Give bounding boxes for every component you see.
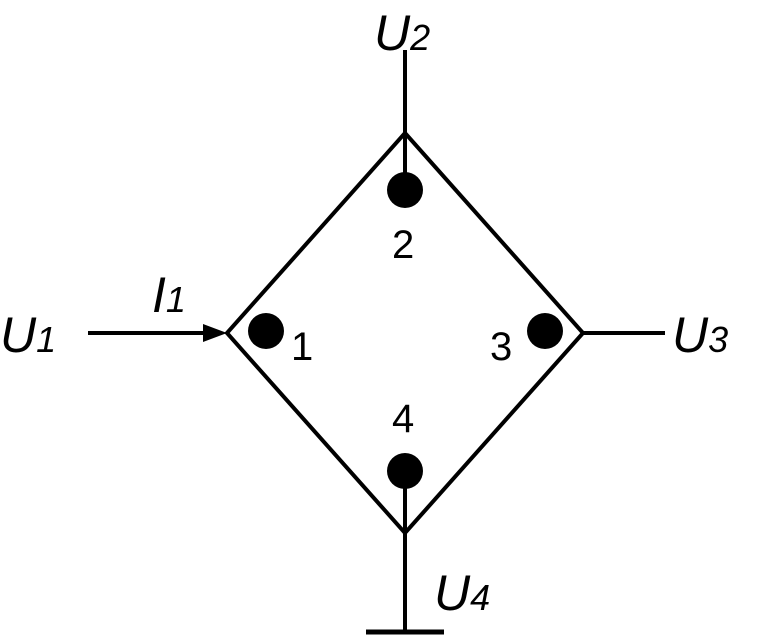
node-1-dot [248,313,284,349]
node-4-dot [387,453,423,489]
current-arrow-icon [203,324,227,342]
current-i1-letter: I [152,267,166,323]
voltage-u1-letter: U [0,307,37,363]
voltage-u3-label: U3 [672,307,728,363]
voltage-u1-index: 1 [36,319,56,360]
voltage-u4-index: 4 [470,577,490,618]
node-3-label: 3 [490,325,512,369]
voltage-u4-label: U4 [434,565,490,621]
node-4-label: 4 [392,397,414,441]
voltage-u3-letter: U [672,307,709,363]
voltage-u4-letter: U [434,565,471,621]
voltage-u2-index: 2 [409,17,430,58]
node-1-label: 1 [291,325,313,369]
current-i1-index: 1 [166,279,186,320]
voltage-u1-label: U1 [0,307,56,363]
current-i1-label: I1 [152,267,186,323]
voltage-u2-letter: U [374,5,411,61]
node-3-dot [527,313,563,349]
node-2-dot [387,172,423,208]
node-2-label: 2 [392,223,414,267]
voltage-u3-index: 3 [708,319,728,360]
voltage-u2-label: U2 [374,5,430,61]
